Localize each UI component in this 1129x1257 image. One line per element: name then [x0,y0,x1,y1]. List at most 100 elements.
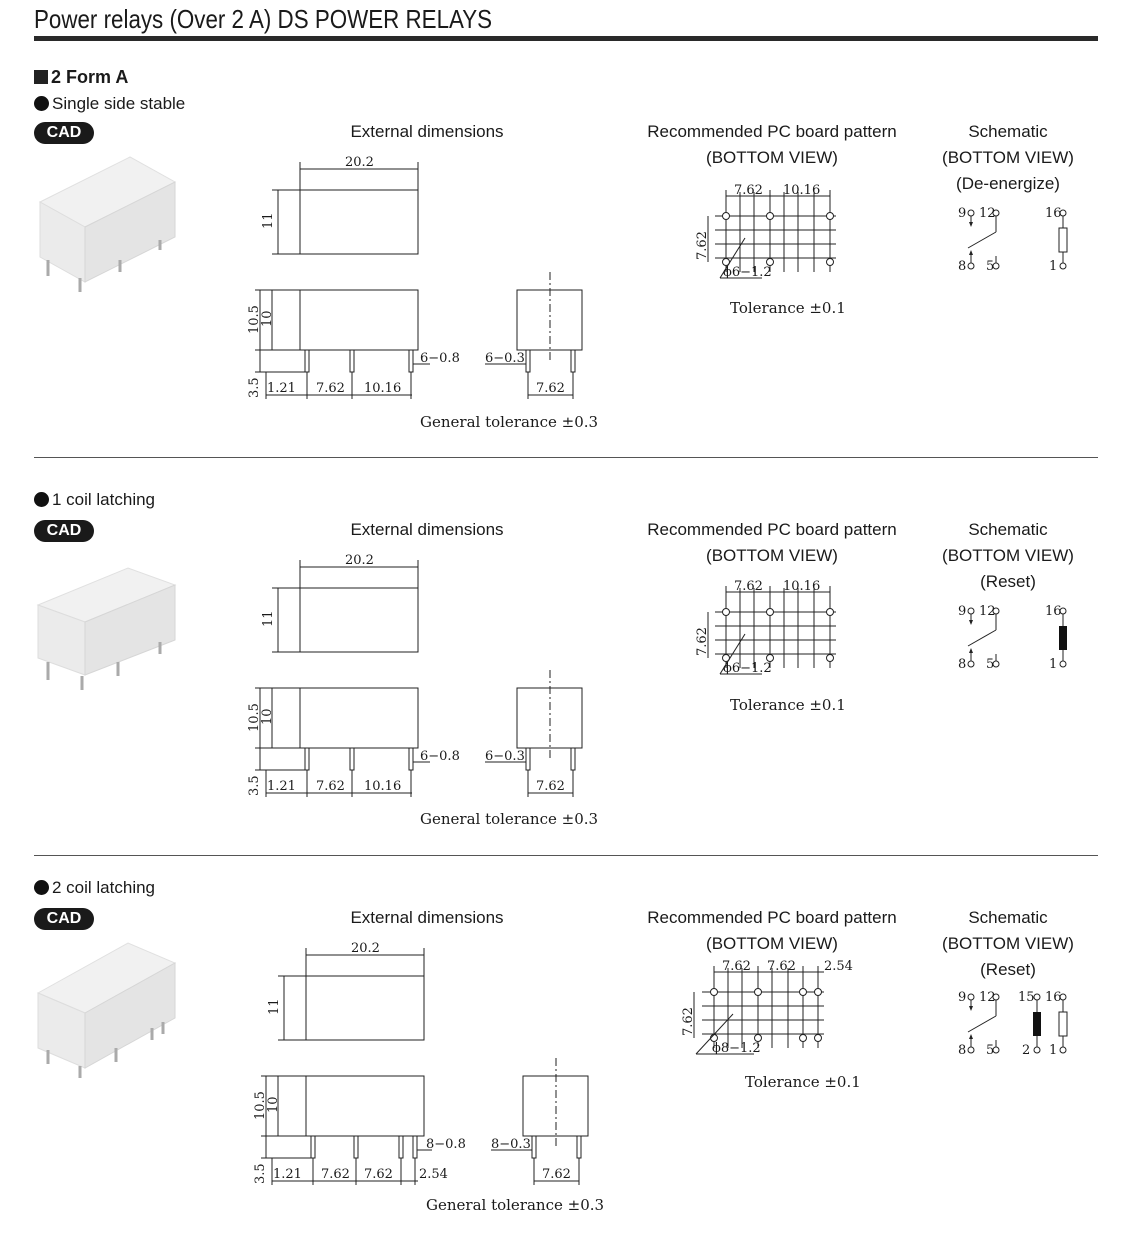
subtitle-text: 2 coil latching [52,878,156,897]
dim-pin-t: 6−0.3 [485,351,525,366]
general-tolerance: General tolerance ±0.3 [420,413,599,431]
relay-photo [36,567,177,690]
dim-pin-w: 8−0.8 [426,1137,466,1152]
section-divider [34,855,1098,856]
section-1-coil-latching: 1 coil latching CAD External dimensions [0,490,1129,850]
schematic-title: Schematic(BOTTOM VIEW)(De-energize) [928,119,1088,197]
dim-pin-w: 6−0.8 [420,749,460,764]
dim-pin: 3.5 [253,1163,268,1184]
pcb-pattern-drawing: 7.62 10.16 7.62 ϕ6−1.2 [695,579,836,676]
sch-pin-f2: 1 [1049,1043,1057,1054]
sch-pin-f: 2 [1022,1043,1030,1054]
relay-photo [38,156,177,292]
dim-side-p: 7.62 [542,1167,571,1182]
dim-p1: 1.21 [273,1167,302,1182]
circle-bullet-icon [34,880,49,895]
pcb-y: 7.62 [695,231,710,260]
sch-title-line2: (BOTTOM VIEW) [942,546,1074,565]
page-title: Power relays (Over 2 A) DS POWER RELAYS [34,4,493,34]
dim-p2: 7.62 [316,381,345,396]
pcb-pattern-drawing: 7.62 10.16 7.62 ϕ6−1.2 [695,183,836,280]
pcb-y: 7.62 [681,1007,696,1036]
ext-dims-title: External dimensions [350,520,504,539]
pcb-x1: 7.62 [734,579,763,594]
pcb-title-line2: (BOTTOM VIEW) [706,546,838,565]
schematic-drawing: 9 12 15 16 8 5 2 1 [958,990,1068,1054]
sch-pin-d: 8 [958,259,966,270]
dim-width: 20.2 [345,155,374,170]
subtitle-text: Single side stable [52,94,186,113]
dim-pin: 3.5 [247,775,262,796]
sch-title-line3: (Reset) [980,960,1036,979]
cad-button[interactable]: CAD [34,908,94,930]
dim-h1: 10.5 [247,305,262,334]
section-subtitle: 1 coil latching [34,490,155,510]
section-subtitle: Single side stable [34,94,185,114]
sch-title-line2: (BOTTOM VIEW) [942,934,1074,953]
sch-pin-e: 5 [986,259,994,270]
pcb-y: 7.62 [695,627,710,656]
pcb-x1: 7.62 [722,959,751,974]
sch-title-line1: Schematic [968,520,1048,539]
external-dimensions-drawing: 20.2 11 10.5 10 3.5 1.21 7.62 10.16 6−0.… [247,553,583,797]
general-tolerance: General tolerance ±0.3 [426,1196,605,1214]
pcb-x1: 7.62 [734,183,763,198]
dim-side-p: 7.62 [536,381,565,396]
pcb-title-line2: (BOTTOM VIEW) [706,934,838,953]
sch-title-line3: (De-energize) [956,174,1060,193]
form-label: 2 Form A [51,67,129,87]
cad-button[interactable]: CAD [34,520,94,542]
sch-pin-c: 15 [1018,990,1035,1005]
sch-pin-a: 9 [958,990,966,1005]
pcb-title-line1: Recommended PC board pattern [647,908,897,927]
pcb-hole: ϕ6−1.2 [723,265,772,280]
sch-pin-e: 5 [986,657,994,668]
sch-pin-d: 8 [958,657,966,668]
dim-p4: 2.54 [419,1167,448,1182]
dim-p3: 10.16 [364,381,401,396]
sch-title-line1: Schematic [968,908,1048,927]
external-dimensions-drawing: 20.2 11 10.5 10 3.5 1.21 7.62 7.62 2.54 … [253,941,589,1185]
ext-dims-title: External dimensions [350,122,504,141]
square-bullet-icon [34,70,48,84]
ext-dims-title: External dimensions [350,908,504,927]
subtitle-text: 1 coil latching [52,490,156,509]
dim-width: 20.2 [345,553,374,568]
sch-pin-d: 8 [958,1043,966,1054]
dim-h1: 10.5 [247,703,262,732]
pcb-title-line2: (BOTTOM VIEW) [706,148,838,167]
pcb-x2: 7.62 [767,959,796,974]
dim-height: 11 [261,212,276,229]
dim-h2: 10 [266,1096,281,1113]
pcb-title: Recommended PC board pattern (BOTTOM VIEW… [632,905,912,957]
dim-height: 11 [261,610,276,627]
title-rule [34,36,1098,41]
dim-p3: 7.62 [364,1167,393,1182]
dim-width: 20.2 [351,941,380,956]
sch-pin-c2: 16 [1045,990,1062,1005]
dim-p2: 7.62 [321,1167,350,1182]
pcb-hole: ϕ6−1.2 [723,661,772,676]
sch-pin-b: 12 [979,990,996,1005]
pcb-title-line1: Recommended PC board pattern [647,520,897,539]
sch-pin-f: 1 [1049,259,1057,270]
circle-bullet-icon [34,96,49,111]
sch-pin-b: 12 [979,604,996,619]
cad-button[interactable]: CAD [34,122,94,144]
section-2-coil-latching: 2 coil latching CAD External dimensions [0,878,1129,1238]
pcb-x3: 2.54 [824,959,853,974]
circle-bullet-icon [34,492,49,507]
sch-pin-a: 9 [958,206,966,221]
sch-pin-f: 1 [1049,657,1057,668]
sch-pin-a: 9 [958,604,966,619]
pcb-x2: 10.16 [783,183,820,198]
dim-h2: 10 [260,310,275,327]
dim-p1: 1.21 [267,381,296,396]
dim-p2: 7.62 [316,779,345,794]
dim-pin-t: 6−0.3 [485,749,525,764]
dim-height: 11 [267,998,282,1015]
dim-h2: 10 [260,708,275,725]
sch-pin-c: 16 [1045,604,1062,619]
section-single-side-stable: Single side stable CAD External dimensio… [0,92,1129,452]
sch-title-line1: Schematic [968,122,1048,141]
